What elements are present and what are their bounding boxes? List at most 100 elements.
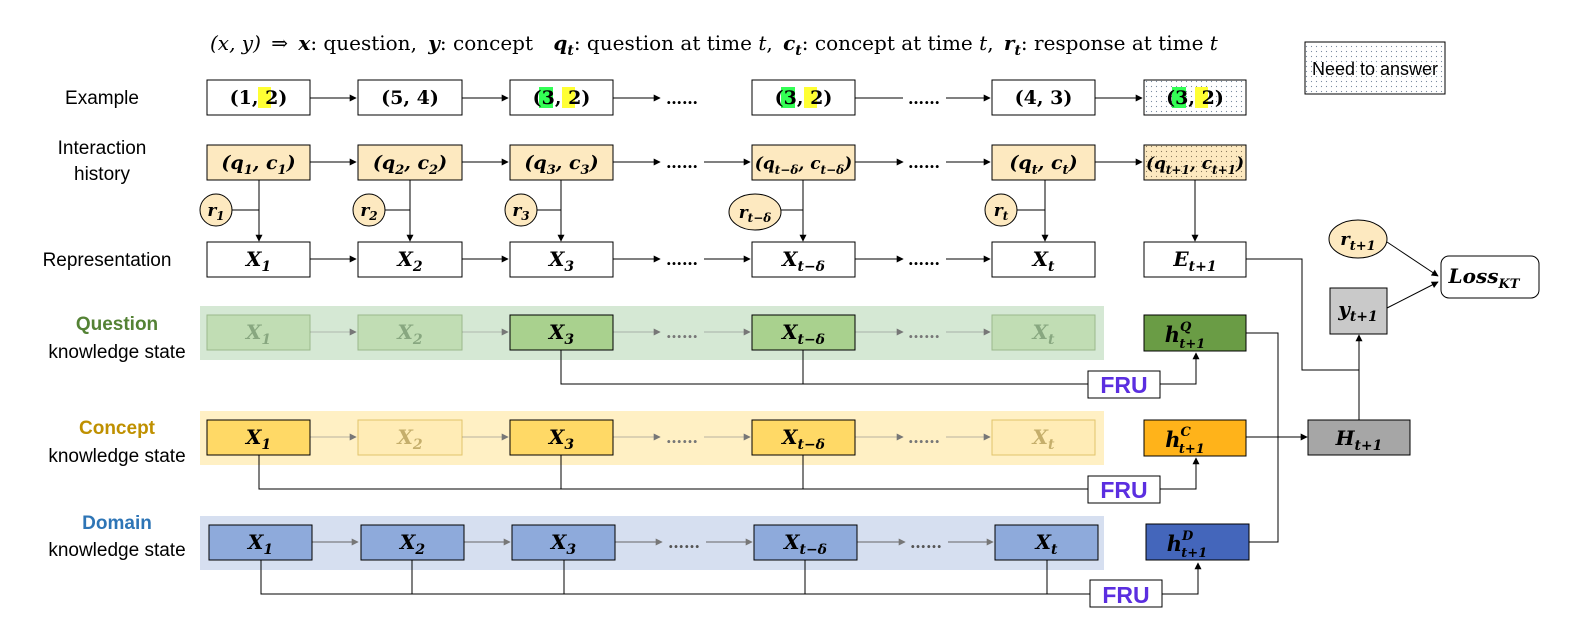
representation-row: …… …… X1 X2 X3 Xt−δ Xt Et+1 [206, 241, 1247, 278]
svg-text:FRU: FRU [1100, 372, 1147, 398]
row-label-question-1: Question [76, 314, 158, 335]
example-box-need-to-answer: (3, 2) [1143, 79, 1247, 116]
e-to-prediction-line [1246, 258, 1359, 371]
legend-r-sub: t [1014, 43, 1021, 59]
fru-box-question: FRU [1087, 370, 1161, 399]
response-node: r2 [352, 193, 386, 227]
example-box: (3, 2) [509, 79, 614, 116]
concept-state-box: X2 [357, 419, 463, 456]
domain-fru-connectors [260, 560, 1202, 595]
representation-dots-2: …… [908, 250, 940, 269]
svg-text:Xt−δ: Xt−δ [780, 425, 825, 453]
row-label-domain-1: Domain [82, 513, 152, 534]
svg-text:LossKT: LossKT [1448, 264, 1521, 292]
concept-state-box: X1 [206, 419, 311, 456]
svg-text:X1: X1 [246, 530, 273, 558]
svg-text:Xt−δ: Xt−δ [780, 247, 825, 275]
representation-box: Xt−δ [751, 241, 856, 278]
legend-r: r [1004, 31, 1016, 55]
svg-text:X2: X2 [395, 425, 423, 453]
concept-dots-2: …… [908, 428, 940, 447]
svg-text:rt−δ: rt−δ [739, 203, 772, 225]
row-label-concept-1: Concept [79, 418, 156, 439]
svg-text:hCt+1: hCt+1 [1165, 425, 1205, 457]
representation-box: X3 [509, 241, 614, 278]
svg-text:X3: X3 [547, 320, 575, 348]
svg-text:X2: X2 [395, 247, 423, 275]
legend-arrow: ⇒ [271, 31, 288, 55]
svg-text:X3: X3 [547, 247, 575, 275]
question-state-box: X1 [206, 314, 311, 351]
svg-text:FRU: FRU [1100, 477, 1147, 503]
svg-text:X3: X3 [549, 530, 577, 558]
legend-t1: t [758, 31, 767, 55]
domain-state-box: X1 [208, 524, 313, 561]
representation-dots-1: …… [666, 250, 698, 269]
concept-state-box: Xt−δ [751, 419, 856, 456]
interaction-box: (q2, c2) [357, 144, 463, 181]
svg-text:Xt: Xt [1031, 320, 1056, 348]
concept-band [200, 411, 1104, 465]
legend-y-desc: : concept [440, 31, 533, 55]
example-dots-2: …… [908, 89, 940, 108]
response-node: r3 [504, 193, 538, 227]
row-label-interaction-1: Interaction [58, 138, 147, 159]
representation-box: X1 [206, 241, 311, 278]
legend-text: (x, y) ⇒ x: question, y: concept qt: que… [210, 31, 1219, 59]
example-dots-1: …… [666, 89, 698, 108]
legend-q-desc: : question at time [574, 31, 759, 55]
h-merge-connectors [1246, 332, 1308, 543]
loss-input-arrows [1386, 241, 1439, 309]
domain-band [200, 516, 1104, 570]
interaction-row: …… …… (q1, c1) (q2, c2) (q3, c3) (qt−δ, … [206, 144, 1247, 181]
svg-text:X3: X3 [547, 425, 575, 453]
svg-text:r3: r3 [512, 201, 529, 223]
fru-box-domain: FRU [1089, 579, 1163, 608]
svg-text:rt+1: rt+1 [1340, 229, 1375, 254]
concept-state-box: Xt [991, 419, 1096, 456]
domain-state-box: X2 [360, 524, 465, 561]
legend-x-desc: : question, [310, 31, 417, 55]
legend-c-sub: t [795, 43, 802, 59]
representation-box: X2 [357, 241, 463, 278]
svg-text:Xt: Xt [1034, 530, 1059, 558]
question-band [200, 306, 1104, 360]
legend-c-desc: : concept at time [802, 31, 979, 55]
svg-text:Ht+1: Ht+1 [1335, 426, 1383, 454]
svg-text:(4, 3): (4, 3) [1015, 87, 1073, 109]
example-box: (4, 3) [991, 79, 1096, 116]
response-node: rt−δ [728, 193, 782, 231]
example-box: (1, 2) [206, 79, 311, 116]
question-state-box: Xt−δ [751, 314, 856, 351]
legend-comma2: , [987, 31, 993, 55]
question-state-box: X3 [509, 314, 614, 351]
domain-dots-2: …… [910, 533, 942, 552]
svg-text:Xt: Xt [1031, 425, 1056, 453]
svg-text:(3, 2): (3, 2) [775, 87, 833, 109]
svg-text:(5, 4): (5, 4) [381, 87, 439, 109]
domain-dots-1: …… [668, 533, 700, 552]
svg-text:FRU: FRU [1102, 582, 1149, 608]
example-row: …… …… (1, 2) (5, 4) (3, 2) (3, 2) ( [206, 79, 1247, 116]
svg-text:(3, 2): (3, 2) [1166, 87, 1224, 109]
svg-text:Xt−δ: Xt−δ [782, 530, 827, 558]
row-label-representation: Representation [43, 250, 172, 271]
row-label-domain-2: knowledge state [48, 540, 185, 561]
concept-state-box: X3 [509, 419, 614, 456]
r-next-node: rt+1 [1328, 219, 1388, 259]
domain-knowledge-row: …… …… X1 X2 X3 Xt−δ Xt [208, 524, 1099, 561]
svg-text:X1: X1 [244, 320, 271, 348]
svg-text:Xt−δ: Xt−δ [780, 320, 825, 348]
legend-c: c [783, 31, 795, 55]
svg-text:hQt+1: hQt+1 [1165, 320, 1206, 352]
svg-text:X1: X1 [244, 247, 271, 275]
interaction-dots-1: …… [666, 153, 698, 172]
svg-text:X2: X2 [395, 320, 423, 348]
row-label-example: Example [65, 88, 139, 109]
svg-text:rt: rt [994, 201, 1009, 223]
domain-state-box: X3 [511, 524, 616, 561]
